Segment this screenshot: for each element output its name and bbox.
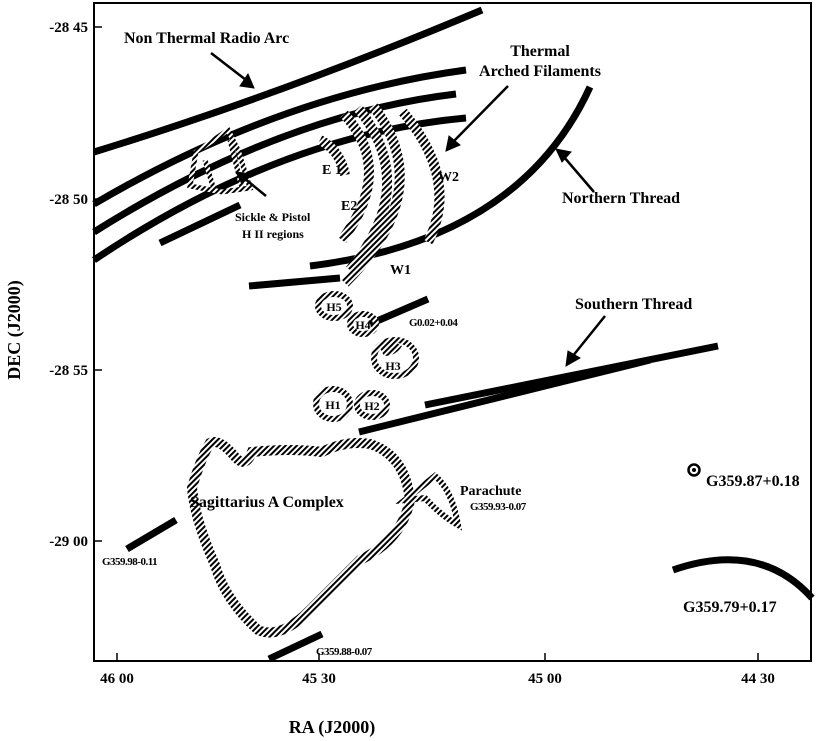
y-tick-label: -28 55 — [49, 363, 88, 379]
filament-g002 — [368, 295, 430, 328]
label-e2: E2 — [341, 199, 357, 214]
h3-inner-blob — [380, 342, 402, 356]
label-g002: G0.02+0.04 — [409, 317, 458, 329]
label-arched-filaments: Arched Filaments — [479, 63, 601, 80]
label-h3: H3 — [385, 359, 400, 373]
filament-g35988 — [267, 630, 324, 663]
filament-g35998 — [125, 516, 178, 553]
y-tick-label: -28 50 — [49, 192, 88, 208]
label-g35988: G359.88-0.07 — [316, 646, 373, 658]
thermal-arched-filaments — [317, 102, 445, 287]
g35987-source-core — [692, 468, 696, 472]
filament-g35979 — [671, 556, 815, 601]
x-axis-title: RA (J2000) — [289, 717, 376, 738]
label-g35993: G359.93-0.07 — [470, 501, 527, 513]
label-thermal: Thermal — [510, 43, 570, 60]
y-axis-title: DEC (J2000) — [4, 280, 25, 380]
label-w1: W1 — [390, 263, 411, 278]
x-tick-label: 46 00 — [100, 671, 134, 687]
southern-thread-lower — [358, 356, 651, 436]
arch-e1 — [317, 135, 350, 177]
plot-frame — [93, 2, 812, 662]
y-tick-label: -29 00 — [49, 534, 88, 550]
label-g35979: G359.79+0.17 — [683, 599, 777, 616]
arch-w1-inner — [346, 104, 392, 274]
h2-region — [354, 390, 390, 420]
label-northern-thread: Northern Thread — [562, 190, 680, 207]
h5-region — [315, 291, 353, 321]
label-h2: H2 — [364, 399, 379, 413]
x-tick-label: 45 30 — [302, 671, 336, 687]
southern-thread-upper — [424, 342, 719, 409]
label-sagittarius-a: Sagittarius A Complex — [190, 494, 344, 511]
filament-w1-base — [248, 274, 341, 290]
annotation-arrows — [210, 52, 606, 367]
arch-w2 — [399, 108, 445, 245]
y-tick-label: -28 45 — [49, 20, 88, 36]
label-g35998: G359.98-0.11 — [102, 556, 157, 568]
arch-e2 — [338, 110, 374, 244]
h3-region — [371, 337, 419, 379]
arch-w1 — [341, 102, 405, 287]
label-w2: W2 — [438, 170, 459, 185]
label-sickle-pistol: Sickle & Pistol — [235, 210, 311, 224]
h4-region — [347, 311, 379, 337]
h1-region — [313, 386, 353, 422]
label-h1: H1 — [325, 398, 340, 412]
label-h-ii-regions: H II regions — [242, 227, 304, 241]
label-non-thermal-arc: Non Thermal Radio Arc — [124, 30, 289, 47]
parachute — [395, 472, 463, 531]
sagittarius-a-complex — [186, 437, 416, 638]
x-tick-label: 44 30 — [741, 671, 775, 687]
x-axis-ticks — [94, 26, 759, 661]
h-ii-regions — [313, 291, 419, 422]
label-e1: E 1 — [322, 163, 342, 178]
x-tick-label: 45 00 — [528, 671, 562, 687]
filament-left — [158, 201, 242, 247]
label-h4: H4 — [355, 318, 370, 332]
label-g35987: G359.87+0.18 — [706, 473, 800, 490]
label-southern-thread: Southern Thread — [575, 296, 692, 313]
label-h5: H5 — [326, 300, 341, 314]
label-parachute: Parachute — [460, 484, 521, 499]
